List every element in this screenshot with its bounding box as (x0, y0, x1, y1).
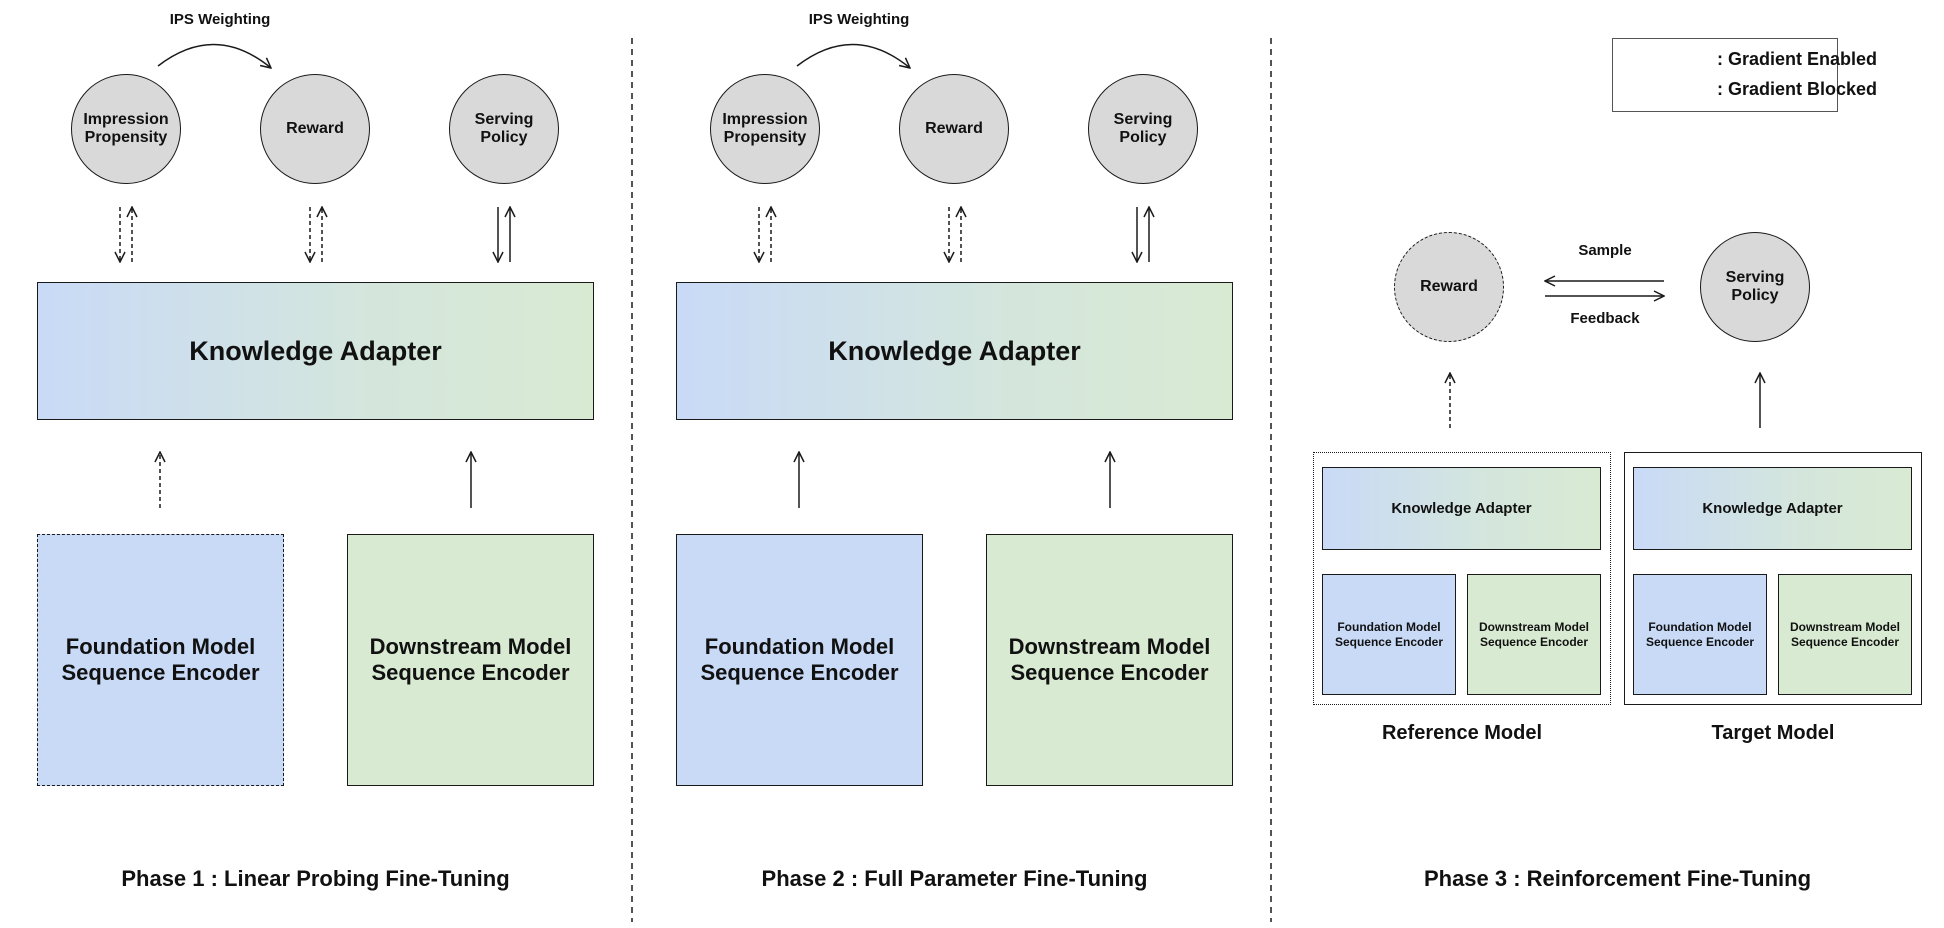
encoder-line: Sequence Encoder (1645, 634, 1755, 649)
target-knowledge-adapter: Knowledge Adapter (1633, 467, 1912, 550)
encoder-line: Downstream Model (1789, 619, 1900, 634)
reference-knowledge-adapter: Knowledge Adapter (1322, 467, 1601, 550)
node-line: Serving (1725, 268, 1785, 286)
ips-weighting-arrow-p1 (157, 43, 271, 68)
node-line: Serving (1113, 110, 1173, 128)
adapter-label: Knowledge Adapter (189, 335, 442, 366)
encoder-line: Sequence Encoder (1010, 660, 1209, 685)
node-line: Impression (83, 110, 169, 128)
encoder-line: Foundation Model (1337, 619, 1441, 634)
encoder-line: Sequence Encoder (61, 660, 260, 685)
encoder-line: Sequence Encoder (1790, 634, 1900, 649)
node-label: Reward (286, 119, 344, 137)
node-label: Reward (925, 119, 983, 137)
encoder-line: Downstream Model (1478, 619, 1589, 634)
reward-node-dotted: Reward (1394, 232, 1504, 342)
encoder-line: Foundation Model (65, 633, 256, 659)
legend-box: : Gradient Enabled : Gradient Blocked (1612, 38, 1877, 112)
reference-model-frame (1313, 452, 1611, 705)
phase-2-title: Phase 2 : Full Parameter Fine-Tuning (761, 866, 1148, 891)
phase-1-title: Phase 1 : Linear Probing Fine-Tuning (121, 866, 510, 891)
reward-node: Reward (899, 74, 1009, 184)
node-line: Propensity (723, 129, 807, 146)
reward-node: Reward (260, 74, 370, 184)
knowledge-adapter-block: Knowledge Adapter (676, 282, 1233, 420)
adapter-label: Knowledge Adapter (1391, 500, 1532, 517)
node-line: Propensity (84, 129, 168, 146)
ips-weighting-label: IPS Weighting (169, 11, 271, 28)
sample-label: Sample (1578, 242, 1632, 259)
adapter-label: Knowledge Adapter (1702, 500, 1843, 517)
node-line: Policy (480, 129, 528, 146)
reference-model-label: Reference Model (1381, 722, 1543, 744)
encoder-line: Sequence Encoder (1479, 634, 1589, 649)
knowledge-adapter-block: Knowledge Adapter (37, 282, 594, 420)
encoder-line: Foundation Model (704, 633, 895, 659)
legend-solid-label: : Gradient Enabled (1717, 49, 1878, 69)
ips-weighting-label: IPS Weighting (808, 11, 910, 28)
adapter-label: Knowledge Adapter (828, 335, 1081, 366)
encoder-line: Sequence Encoder (1334, 634, 1444, 649)
node-line: Policy (1731, 287, 1779, 304)
legend-dashed-label: : Gradient Blocked (1717, 79, 1878, 99)
node-label: Reward (1420, 277, 1478, 295)
node-line: Policy (1119, 129, 1167, 146)
ips-weighting-arrow-p2 (796, 43, 910, 68)
target-model-frame (1624, 452, 1922, 705)
encoder-line: Downstream Model (369, 633, 572, 659)
node-line: Impression (722, 110, 808, 128)
encoder-line: Sequence Encoder (700, 660, 899, 685)
feedback-label: Feedback (1570, 310, 1640, 327)
encoder-line: Foundation Model (1648, 619, 1752, 634)
encoder-line: Downstream Model (1008, 633, 1211, 659)
node-line: Serving (474, 110, 534, 128)
target-model-label: Target Model (1711, 722, 1835, 744)
phase-3-title: Phase 3 : Reinforcement Fine-Tuning (1423, 866, 1812, 891)
encoder-line: Sequence Encoder (371, 660, 570, 685)
